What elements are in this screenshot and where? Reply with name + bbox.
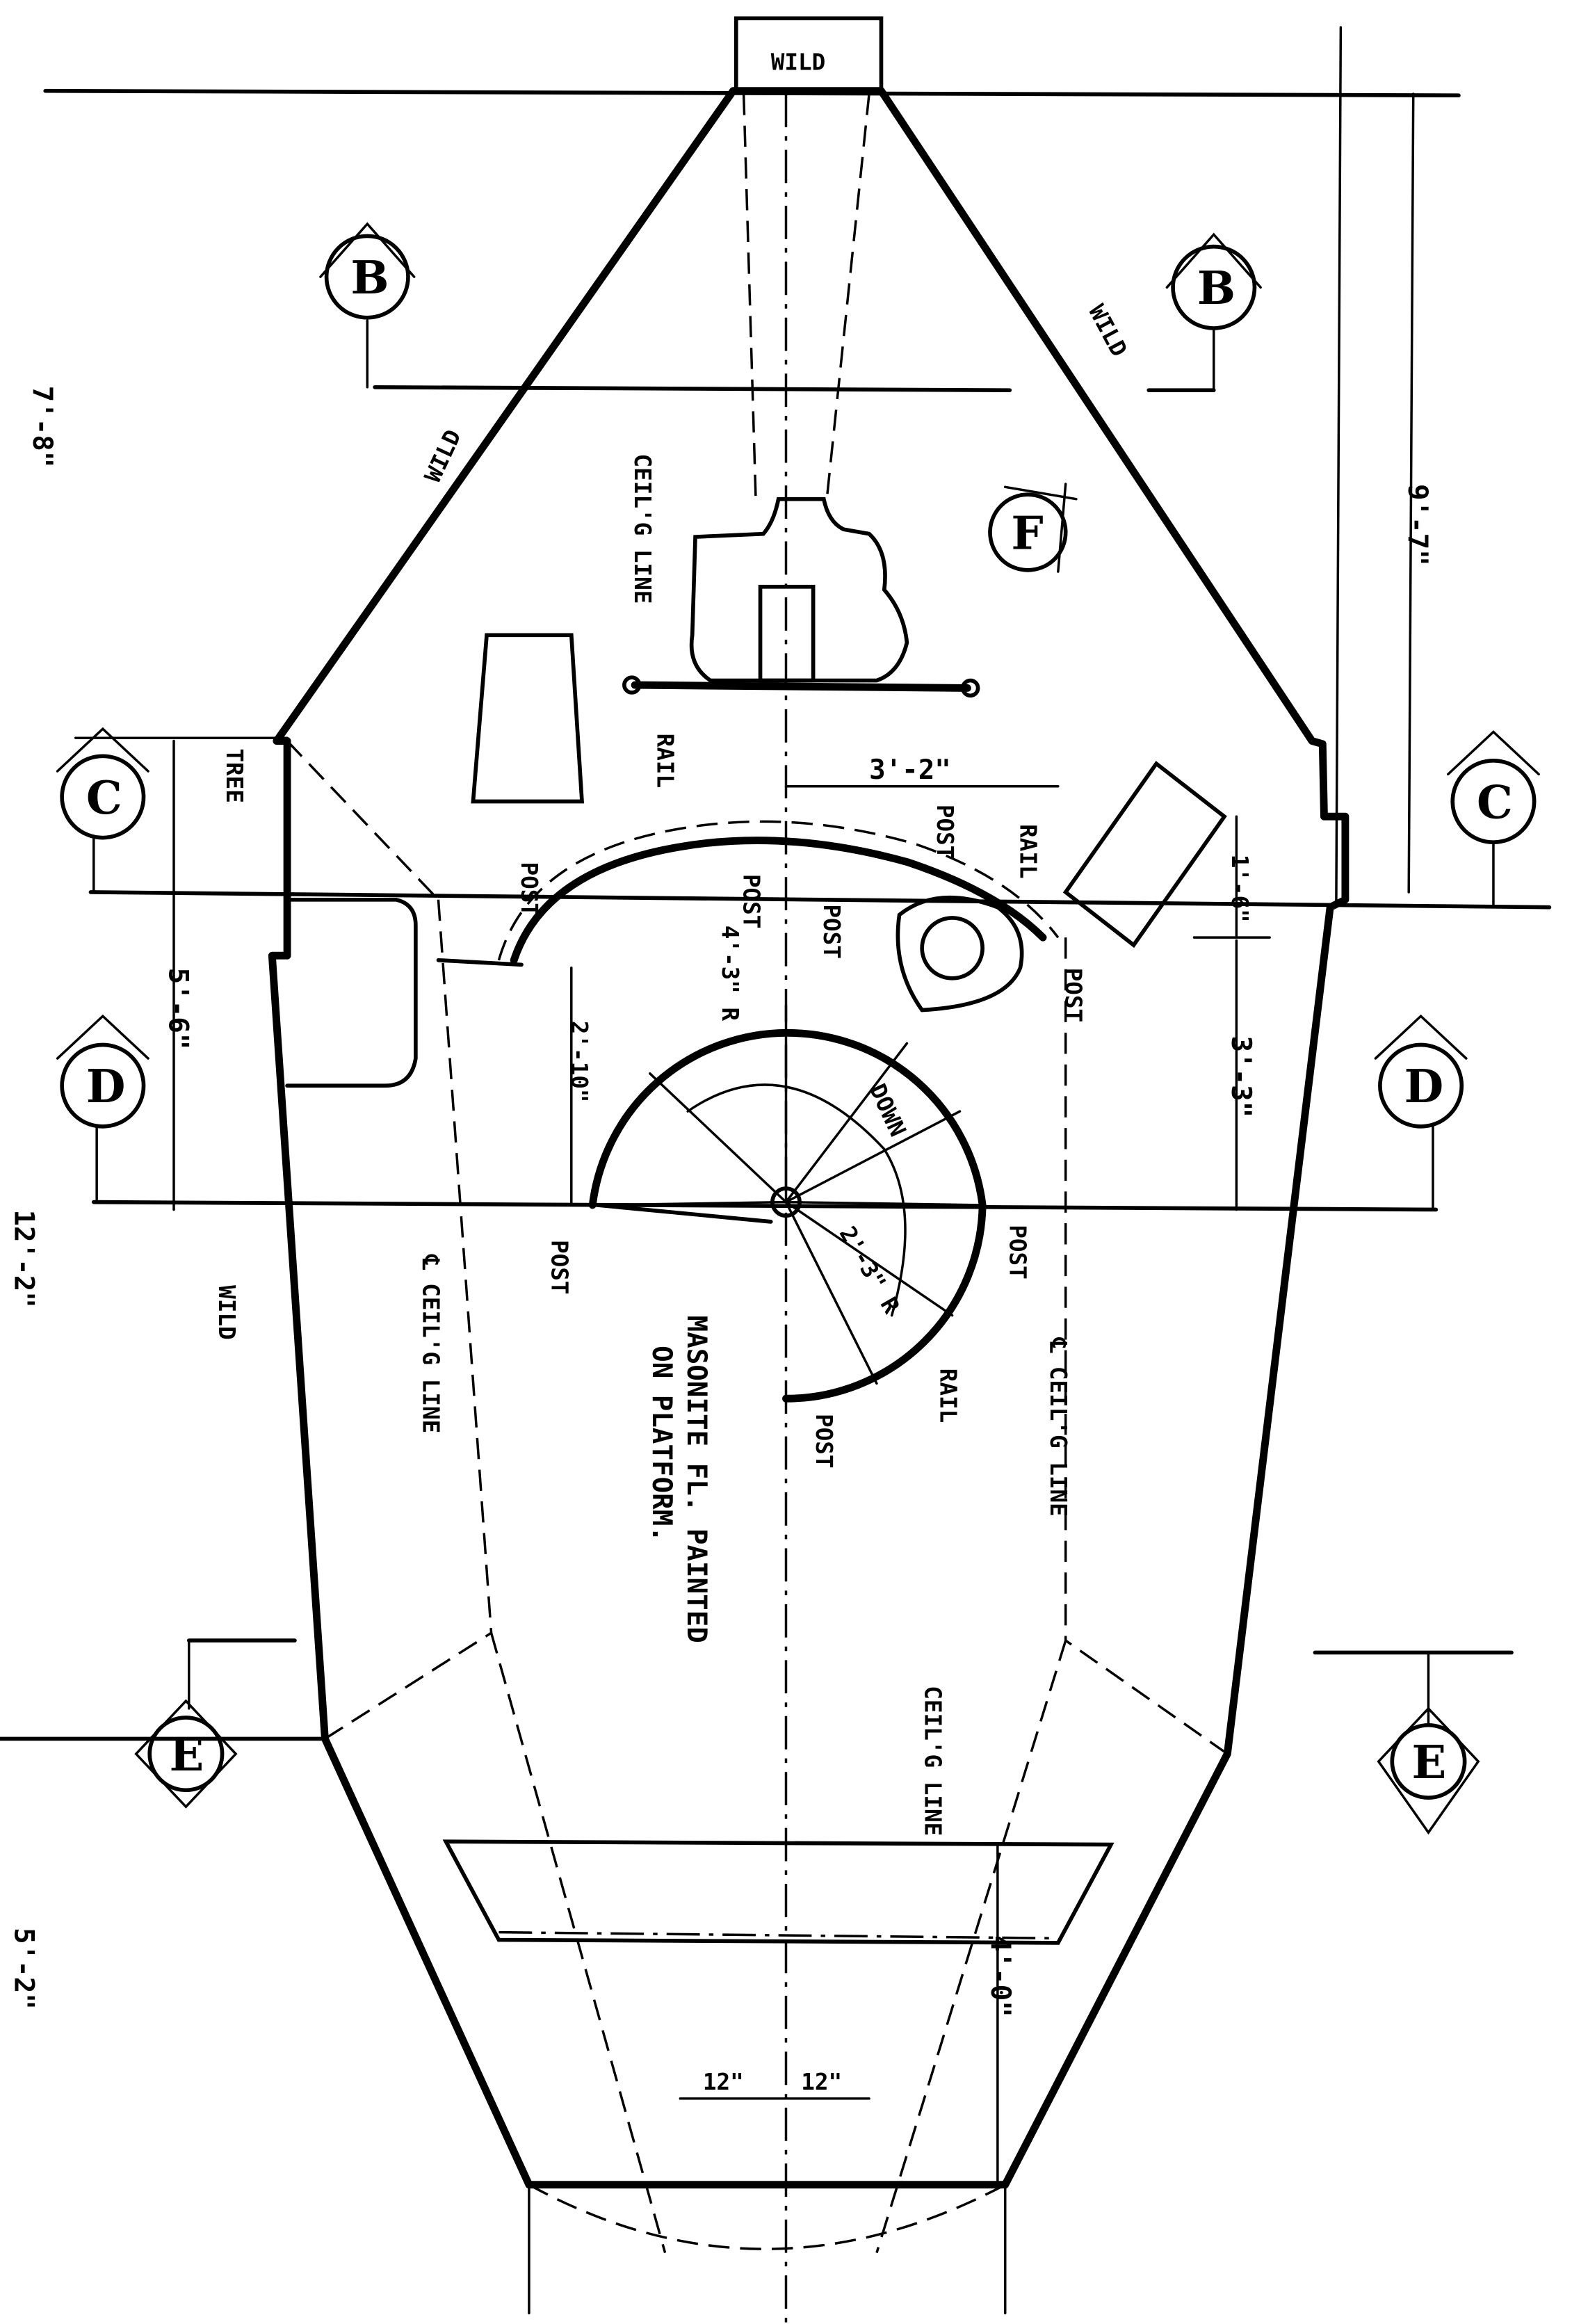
dimension-5-2: 5'-2"	[8, 1928, 40, 2010]
pedestal	[920, 916, 984, 981]
dashed-line	[875, 1640, 1067, 2254]
dashed-line	[1064, 1639, 1229, 1755]
section-c-line	[88, 890, 1552, 910]
dashed-line	[742, 93, 757, 499]
dashed-arc	[528, 2184, 1006, 2250]
wild-right-diag-label: WILD	[1083, 300, 1132, 361]
svg-text:E: E	[1412, 1736, 1447, 1789]
hearth-end	[622, 675, 642, 695]
section-b-line	[373, 385, 1012, 392]
dimension-3-2: 3'-2"	[869, 755, 951, 786]
section-d-line	[91, 1200, 1439, 1212]
rail-arc	[510, 837, 1047, 965]
dash-dot-line	[499, 1930, 1058, 1940]
svg-text:E: E	[169, 1729, 204, 1782]
rail-label-3: RAIL	[934, 1369, 961, 1423]
section-marker-e-right[interactable]: E	[1377, 1706, 1480, 1835]
post-label-4: POST	[932, 805, 958, 860]
dashed-line	[324, 1631, 492, 1740]
section-marker-d-left[interactable]: D	[56, 1014, 149, 1129]
right-extension-line	[1335, 26, 1343, 909]
ceil-line-bottom-label: CEIL'G LINE	[920, 1686, 946, 1836]
stair-rail-landing	[594, 1203, 773, 1224]
post-label-5: POST	[1060, 968, 1087, 1023]
dimension-3-3: 3'-3"	[1225, 1035, 1256, 1117]
section-marker-d-right[interactable]: D	[1374, 1014, 1468, 1129]
dimension-9-7: 9'-7"	[1402, 484, 1433, 566]
post-label-6: POST	[546, 1240, 573, 1295]
down-label: DOWN	[864, 1080, 911, 1140]
stair-center-post	[770, 1186, 802, 1218]
dimension-12-b: 12"	[801, 2069, 842, 2095]
rail-label-2: RAIL	[1014, 824, 1041, 879]
dashed-line	[489, 1632, 667, 2254]
table-unit	[471, 633, 585, 804]
note-masonite: MASONITE FL. PAINTED	[681, 1316, 712, 1643]
stair-landing-edge	[436, 958, 524, 967]
svg-text:F: F	[1011, 507, 1043, 560]
section-marker-c-left[interactable]: C	[56, 727, 149, 840]
tree-label: TREE	[221, 748, 248, 803]
set-outline	[268, 87, 1350, 2189]
section-marker-c-right[interactable]: C	[1446, 730, 1540, 845]
dimension-2-10: 2'-10"	[566, 1021, 592, 1103]
wild-left-mid-label: WILD	[213, 1285, 240, 1340]
svg-text:B: B	[350, 252, 389, 305]
dashed-line	[825, 93, 870, 499]
ceil-line-left-label: ℄ CEIL'G LINE	[418, 1254, 444, 1434]
column	[758, 584, 816, 683]
dimension-4-0: 4'-0"	[984, 1935, 1016, 2017]
downstage-platform	[442, 1839, 1115, 1945]
hearth-line	[631, 681, 971, 692]
landing-platform	[285, 897, 418, 1088]
ceil-line-top-label: CEIL'G LINE	[629, 453, 656, 604]
svg-text:D: D	[1404, 1060, 1444, 1113]
dimension-7-8: 7'-8"	[26, 386, 58, 468]
section-marker-b-left[interactable]: B	[319, 222, 416, 320]
svg-text:C: C	[1477, 776, 1513, 829]
post-label-8: POST	[811, 1414, 837, 1469]
fireplace-unit	[689, 497, 909, 683]
svg-text:D: D	[86, 1060, 126, 1113]
dimension-1-6: 1'-6"	[1226, 855, 1253, 923]
post-label-3: POST	[818, 904, 845, 959]
dashed-line	[437, 899, 493, 1633]
section-marker-e-left[interactable]: E	[134, 1699, 238, 1809]
wild-top-label: WILD	[771, 49, 826, 75]
radius-2-3: 2'-3" R	[834, 1222, 905, 1318]
pedestal-base	[896, 895, 1024, 1012]
post-label-2: POST	[738, 874, 765, 929]
wild-top-box	[734, 16, 884, 93]
note-platform: ON PLATFORM.	[646, 1346, 677, 1542]
dashed-line	[286, 740, 439, 901]
stair-box	[1062, 761, 1227, 949]
top-reference-line	[43, 88, 1461, 98]
ceil-line-right-label: ℄ CEIL'G LINE	[1045, 1337, 1071, 1517]
dimension-line-9-7	[1407, 92, 1415, 894]
post-label-7: POST	[1004, 1225, 1030, 1280]
spiral-stair-treads	[596, 1004, 984, 1385]
down-arrow-arc	[686, 1083, 907, 1317]
rail-arc-outer	[497, 820, 1060, 961]
section-marker-f[interactable]: F	[988, 483, 1078, 573]
dimension-12-a: 12"	[703, 2069, 744, 2095]
svg-text:C: C	[86, 772, 122, 825]
dimension-12-2: 12'-2"	[8, 1209, 40, 1307]
rail-label-1: RAIL	[652, 734, 679, 789]
section-marker-b-right[interactable]: B	[1165, 232, 1262, 330]
svg-text:B: B	[1197, 262, 1235, 315]
hearth-end	[961, 678, 980, 698]
post-label-1: POST	[516, 862, 542, 917]
dimension-5-6: 5'-6"	[162, 968, 193, 1050]
radius-4-3: 4'-3" R	[717, 926, 743, 1022]
